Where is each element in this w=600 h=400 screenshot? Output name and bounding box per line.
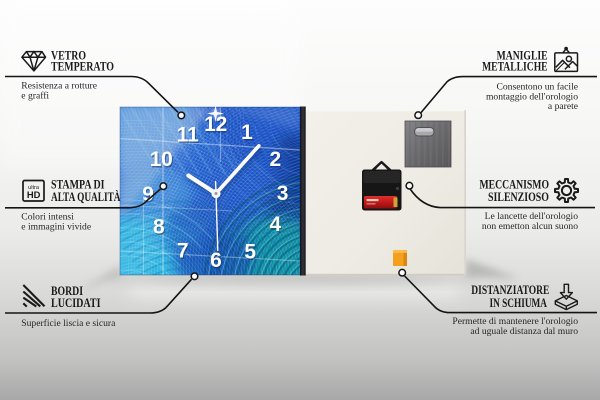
svg-text:MECCANISMO: MECCANISMO bbox=[480, 178, 550, 192]
svg-text:3: 3 bbox=[277, 182, 289, 205]
svg-text:2: 2 bbox=[271, 150, 283, 173]
svg-text:12: 12 bbox=[204, 113, 227, 136]
svg-text:7: 7 bbox=[177, 240, 189, 263]
svg-text:Consentono un facile: Consentono un facile bbox=[496, 81, 578, 92]
svg-text:6: 6 bbox=[211, 250, 223, 273]
svg-text:Superficie liscia e sicura: Superficie liscia e sicura bbox=[21, 318, 116, 329]
svg-text:MANIGLIE: MANIGLIE bbox=[497, 49, 548, 63]
svg-text:ad uguale distanza dal muro: ad uguale distanza dal muro bbox=[470, 326, 578, 337]
svg-text:6: 6 bbox=[210, 249, 222, 272]
svg-text:10: 10 bbox=[150, 148, 173, 171]
svg-text:Permette di mantenere l'orolog: Permette di mantenere l'orologio bbox=[452, 316, 578, 327]
svg-text:non emetton alcun suono: non emetton alcun suono bbox=[482, 221, 578, 232]
svg-text:9: 9 bbox=[142, 183, 154, 206]
svg-text:12: 12 bbox=[205, 115, 228, 138]
svg-text:9: 9 bbox=[143, 184, 155, 207]
svg-text:4: 4 bbox=[270, 213, 282, 236]
svg-text:VETRO: VETRO bbox=[51, 48, 86, 62]
svg-text:STAMPA DI: STAMPA DI bbox=[51, 178, 105, 192]
svg-text:3: 3 bbox=[278, 183, 290, 206]
svg-text:montaggio dell'orologio: montaggio dell'orologio bbox=[486, 91, 578, 102]
svg-text:Le lancette dell'orologio: Le lancette dell'orologio bbox=[485, 211, 579, 222]
svg-text:Resistenza a rotture: Resistenza a rotture bbox=[21, 80, 97, 91]
svg-text:11: 11 bbox=[178, 125, 200, 148]
svg-text:1: 1 bbox=[242, 123, 254, 146]
svg-text:Colori intensi: Colori intensi bbox=[21, 212, 74, 223]
svg-text:LUCIDATI: LUCIDATI bbox=[51, 296, 101, 310]
svg-text:SILENZIOSO: SILENZIOSO bbox=[488, 190, 549, 204]
svg-text:IN SCHIUMA: IN SCHIUMA bbox=[490, 296, 548, 310]
svg-text:ALTA QUALITÀ: ALTA QUALITÀ bbox=[51, 190, 121, 204]
svg-text:a parete: a parete bbox=[548, 101, 578, 112]
svg-text:10: 10 bbox=[151, 150, 174, 173]
svg-text:HD: HD bbox=[27, 189, 41, 200]
svg-text:e immagini vivide: e immagini vivide bbox=[21, 222, 91, 233]
svg-text:1: 1 bbox=[241, 121, 253, 144]
svg-text:7: 7 bbox=[178, 241, 190, 264]
svg-text:5: 5 bbox=[244, 240, 256, 263]
svg-text:ultra: ultra bbox=[28, 185, 40, 191]
svg-text:2: 2 bbox=[270, 148, 282, 171]
svg-text:e graffi: e graffi bbox=[21, 91, 49, 102]
svg-text:BORDI: BORDI bbox=[51, 284, 83, 298]
svg-text:METALLICHE: METALLICHE bbox=[482, 60, 548, 74]
svg-text:DISTANZIATORE: DISTANZIATORE bbox=[471, 283, 549, 297]
svg-text:8: 8 bbox=[154, 217, 166, 240]
svg-text:11: 11 bbox=[177, 124, 199, 147]
svg-text:TEMPERATO: TEMPERATO bbox=[51, 60, 114, 74]
svg-text:8: 8 bbox=[153, 216, 165, 239]
svg-text:4: 4 bbox=[271, 215, 283, 238]
svg-text:5: 5 bbox=[245, 242, 257, 265]
